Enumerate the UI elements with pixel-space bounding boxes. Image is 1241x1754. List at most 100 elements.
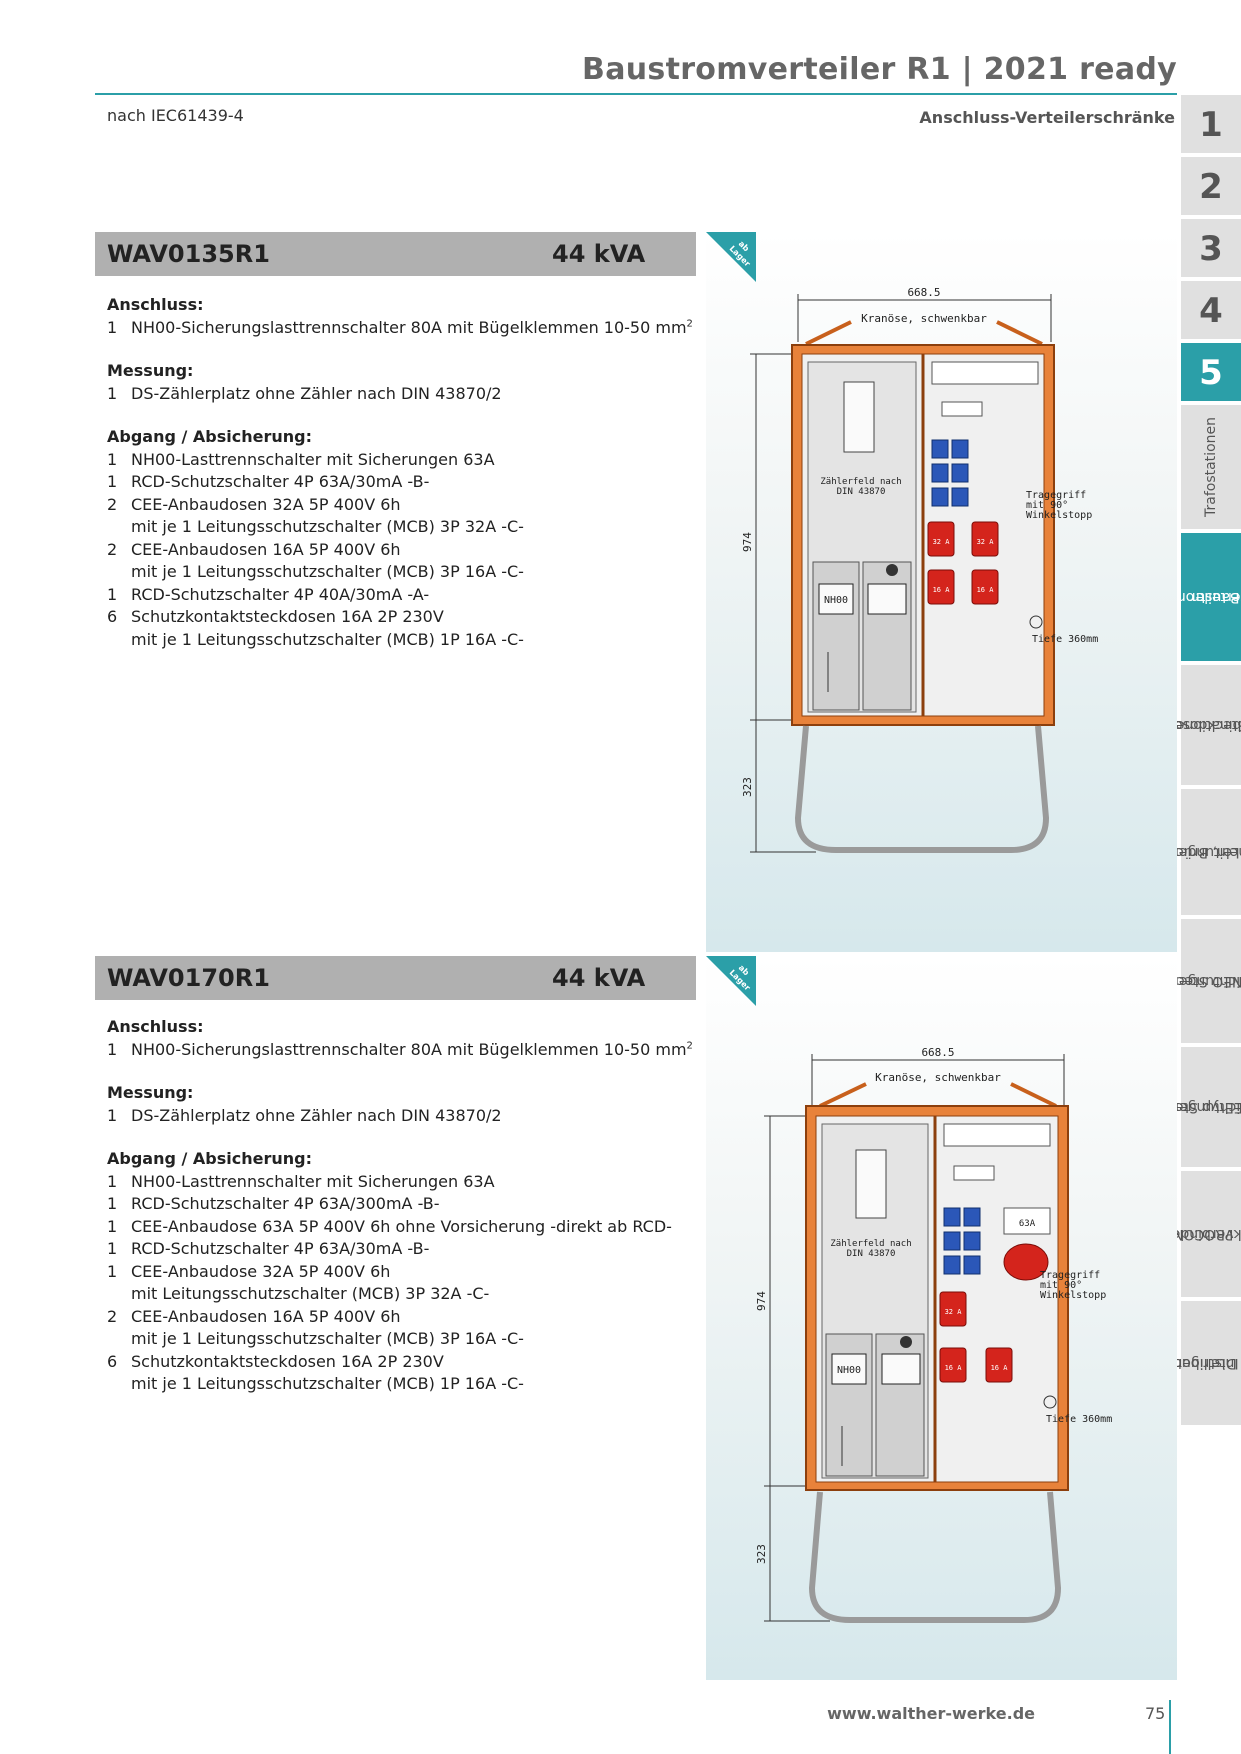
width-dimension: 668.5 [921, 1046, 954, 1059]
svg-text:mit 90°: mit 90° [1026, 500, 1068, 511]
tab-ceetyp-steckvorrichtungen[interactable]: CEEtyp Steck-vorrichtungen [1154, 1047, 1241, 1169]
tab-chapter-1[interactable]: 1 [1181, 95, 1241, 155]
height-dimension: 974 [755, 1291, 768, 1311]
spec-group-title: Abgang / Absicherung: [107, 1149, 313, 1168]
cabinet-drawing: 668.5 Kranöse, schwenkbar 974 323 Zähler… [755, 1046, 1112, 1623]
crane-eye-label: Kranöse, schwenkbar [875, 1071, 1001, 1084]
cabinet-drawing: 668.5 Kranöse, schwenkbar 974 323 Zähler… [741, 286, 1098, 853]
svg-text:32 A: 32 A [933, 538, 951, 546]
page-number: 75 [1145, 1704, 1166, 1723]
tab-neo-steckvorrichtungen[interactable]: NEO Steck-vorrichtungen [1163, 919, 1241, 1045]
stock-badge: ab Lager [706, 232, 756, 282]
tab-intelligent-power[interactable]: IntelligentPower Distribution [1154, 1301, 1241, 1427]
tab-chapter-2[interactable]: 2 [1181, 157, 1241, 217]
tab-chapter-4[interactable]: 4 [1181, 281, 1241, 341]
nh-label: NH00 [837, 1365, 861, 1376]
norm-label: nach IEC61439-4 [107, 106, 244, 125]
meter-label: Zählerfeld nach [830, 1239, 911, 1249]
section-subtitle: Anschluss-Verteilerschränke [919, 108, 1175, 127]
spec-item-continuation: mit je 1 Leitungsschutzschalter (MCB) 3P… [131, 517, 524, 536]
meter-window [843, 381, 875, 453]
cee-63-socket [1003, 1243, 1049, 1281]
height-dimension: 974 [741, 532, 754, 552]
tab-leitungen[interactable]: Leitungen,Trommeln, Brücken [1151, 789, 1241, 917]
base-dimension: 323 [741, 777, 754, 797]
handle-label: Tragegriff [1040, 1270, 1100, 1281]
tab-chapter-3[interactable]: 3 [1181, 219, 1241, 279]
spec-item-continuation: mit je 1 Leitungsschutzschalter (MCB) 1P… [131, 629, 524, 649]
page-header: Baustromverteiler R1 | 2021 ready [95, 48, 1177, 96]
spec-group-title: Anschluss: [107, 1017, 204, 1036]
meter-label: DIN 43870 [837, 487, 886, 497]
spec-group-title: Messung: [107, 361, 194, 380]
stand-frame [794, 725, 1050, 853]
tab-chapter-5[interactable]: 5 [1181, 343, 1241, 403]
svg-text:32 A: 32 A [977, 538, 995, 546]
tab-procon[interactable]: PROCONSteckverbinder [1166, 1171, 1241, 1299]
spec-item-continuation: mit je 1 Leitungsschutzschalter (MCB) 3P… [131, 562, 524, 581]
tab-steckdosenkombinationen[interactable]: Steckdosen-kombinationen [1159, 665, 1241, 787]
tab-trafostationen[interactable]: Trafostationen [1181, 405, 1241, 531]
spec-item-continuation: mit Leitungsschutzschalter (MCB) 3P 32A … [131, 1284, 490, 1303]
tab-label: Leitungen,Trommeln, Brücken [1151, 844, 1241, 860]
footer-rule [1169, 1700, 1171, 1754]
tab-label: NEO Steck-vorrichtungen [1163, 973, 1241, 989]
spec-item-continuation: mit je 1 Leitungsschutzschalter (MCB) 3P… [131, 1329, 524, 1348]
spec-group-title: Anschluss: [107, 295, 204, 314]
svg-text:32 A: 32 A [945, 1308, 963, 1316]
cee-sockets: 32 A 32 A 16 A 16 A [927, 521, 999, 605]
crane-eye-label: Kranöse, schwenkbar [861, 312, 987, 325]
tab-label: IntelligentPower Distribution [1154, 1355, 1241, 1371]
tab-label: CEEtyp Steck-vorrichtungen [1154, 1099, 1241, 1115]
technical-drawing-2: 668.5 Kranöse, schwenkbar 974 323 Zähler… [706, 956, 1177, 1680]
tab-label: Trafostationen [1203, 417, 1219, 517]
depth-label: Tiefe 360mm [1032, 634, 1098, 645]
schuko-sockets [931, 439, 969, 507]
tab-label: Baustrom-verteiler [1166, 589, 1241, 605]
cee-sockets: 32 A 16 A 16 A [939, 1291, 1013, 1383]
header-rule [95, 93, 1177, 95]
product-code: WAV0135R1 [107, 240, 270, 268]
meter-label: Zählerfeld nach [820, 477, 901, 487]
footer-url[interactable]: www.walther-werke.de [827, 1704, 1035, 1723]
base-dimension: 323 [755, 1544, 768, 1564]
svg-text:16 A: 16 A [977, 586, 995, 594]
handle-label: Tragegriff [1026, 490, 1086, 501]
width-dimension: 668.5 [907, 286, 940, 299]
stock-badge: ab Lager [706, 956, 756, 1006]
page-title: Baustromverteiler R1 | 2021 ready [582, 52, 1177, 87]
product-power: 44 kVA [552, 240, 646, 268]
tab-baustromverteiler[interactable]: Baustrom-verteiler [1166, 533, 1241, 663]
depth-label: Tiefe 360mm [1046, 1414, 1112, 1425]
meter-label: DIN 43870 [847, 1249, 896, 1259]
svg-text:mit 90°: mit 90° [1040, 1280, 1082, 1291]
svg-text:Winkelstopp: Winkelstopp [1040, 1290, 1106, 1301]
product-code: WAV0170R1 [107, 964, 270, 992]
socket-63-label: 63A [1019, 1219, 1036, 1229]
svg-text:16 A: 16 A [933, 586, 951, 594]
spec-group-title: Messung: [107, 1083, 194, 1102]
tab-label: Steckdosen-kombinationen [1159, 717, 1241, 733]
svg-text:16 A: 16 A [991, 1364, 1009, 1372]
